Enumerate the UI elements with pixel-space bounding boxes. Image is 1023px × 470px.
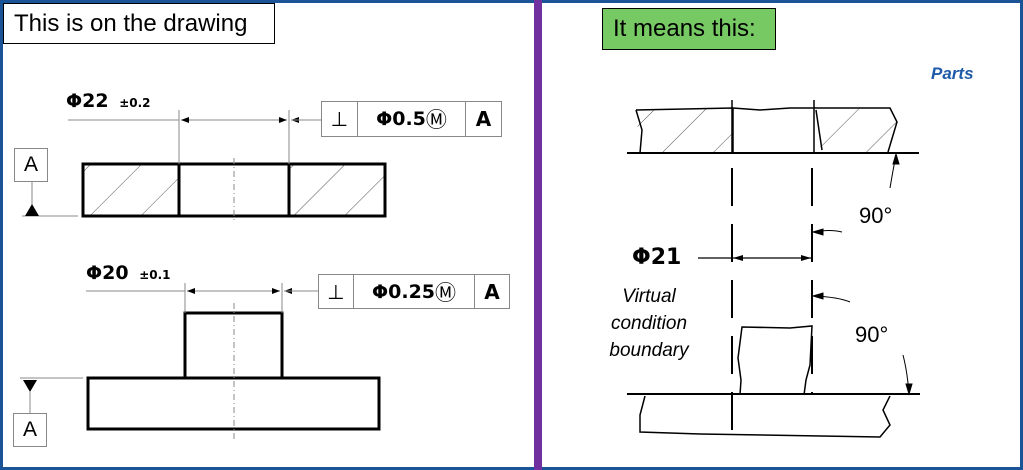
part1-datum-box: A: [14, 148, 48, 182]
part1-fcf-tolerance-value: Φ0.5: [376, 108, 426, 130]
right-panel-title: It means this:: [602, 8, 776, 50]
part1-fcf-datum: A: [475, 107, 492, 131]
part1-size-tolerance: ±0.2: [119, 96, 151, 110]
boundary-dim-label: Φ21: [632, 245, 682, 270]
part1-size-dim: Φ22 ±0.2: [66, 90, 151, 112]
part2-size-tolerance: ±0.1: [139, 268, 171, 282]
part1-hatch-right: [289, 164, 385, 216]
angle-leaders: [811, 152, 913, 396]
virtual-boundary-line-3: boundary: [609, 340, 689, 361]
mmc-modifier-icon: Ⓜ: [425, 108, 447, 132]
virtual-boundary-lines: [731, 168, 813, 438]
part2-size-dim: Φ20 ±0.1: [86, 262, 171, 284]
right-hole-part: [627, 100, 919, 154]
panel-divider: [534, 0, 542, 470]
part2-datum-box: A: [13, 413, 47, 447]
boundary-dim: [698, 255, 812, 261]
mmc-modifier-icon: Ⓜ: [435, 280, 457, 305]
virtual-boundary-line-2: condition: [610, 313, 688, 334]
part2-size-value: Φ20: [86, 262, 129, 284]
angle-label-bottom: 90°: [855, 322, 889, 347]
virtual-boundary-line-1: Virtual: [622, 286, 676, 307]
part1-hatch-left: [84, 164, 179, 216]
part1-size-value: Φ22: [66, 90, 109, 112]
part2-datum-triangle-icon: [23, 380, 37, 392]
part2-fcf-tolerance-value: Φ0.25: [371, 280, 436, 303]
right-pin-part: [627, 325, 920, 438]
perpendicularity-icon: ⊥: [319, 275, 354, 308]
part1-datum-triangle-icon: [25, 204, 39, 216]
part2-drawing: [20, 283, 381, 440]
parts-label: Parts: [931, 64, 974, 83]
part2-fcf-datum: A: [484, 279, 500, 304]
angle-label-top: 90°: [859, 203, 893, 228]
perpendicularity-icon: ⊥: [322, 102, 358, 136]
part1-drawing: [22, 110, 387, 222]
left-panel-title: This is on the drawing: [3, 3, 275, 44]
virtual-boundary-label: Virtual condition boundary: [594, 283, 704, 364]
